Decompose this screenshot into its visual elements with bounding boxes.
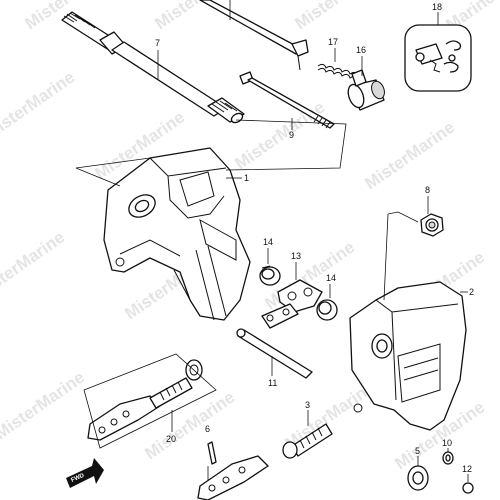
part-1-guide-lines (75, 119, 347, 187)
part-16-knob (347, 69, 385, 111)
label-part-6: 6 (205, 424, 210, 434)
watermark: MisterMarine (231, 98, 328, 174)
label-part-2: 2 (469, 287, 474, 297)
part-17-spring (317, 63, 359, 81)
part-2-clamp-bracket (349, 211, 467, 431)
part-top-rod (199, 0, 309, 71)
part-20-clamp-screw (83, 353, 217, 449)
part-1-clamp-bracket (103, 147, 251, 321)
label-part-17: 17 (328, 37, 338, 47)
part-number-labels: 7 17 16 18 9 1 8 14 13 14 2 11 3 20 6 5 … (155, 2, 474, 474)
part-14-bushing-mid (316, 299, 338, 321)
watermark: MisterMarine (0, 368, 88, 444)
label-part-14a: 14 (263, 237, 273, 247)
part-18-kit-box (404, 24, 472, 92)
part-8-nut (420, 213, 444, 237)
part-3-clamp-screw (197, 423, 333, 500)
label-part-20: 20 (166, 434, 176, 444)
label-part-14b: 14 (326, 273, 336, 283)
part-6-pin (207, 441, 217, 465)
watermark: MisterMarine (291, 0, 388, 33)
label-part-13: 13 (291, 251, 301, 261)
fwd-label: FWD (70, 473, 86, 484)
part-7-tilt-tube (61, 11, 245, 124)
label-part-18: 18 (432, 2, 442, 12)
part-13-plate (261, 279, 323, 329)
label-part-10: 10 (442, 438, 452, 448)
label-part-8: 8 (425, 185, 430, 195)
fwd-arrow-icon: FWD (66, 458, 104, 488)
label-part-1: 1 (244, 173, 249, 183)
watermark: MisterMarine (0, 68, 78, 144)
part-9-bolt (239, 71, 335, 129)
part-10-washer (442, 451, 454, 465)
part-12-nut (462, 482, 474, 494)
part-14-bushing-top (259, 265, 281, 286)
watermark: MisterMarine (0, 228, 68, 304)
leader-lines (157, 0, 469, 482)
label-part-16: 16 (356, 45, 366, 55)
label-part-7: 7 (155, 38, 160, 48)
part-11-pin (236, 328, 313, 379)
label-part-9: 9 (289, 130, 294, 140)
watermark: MisterMarine (361, 118, 458, 194)
label-part-3: 3 (305, 400, 310, 410)
label-part-12: 12 (462, 464, 472, 474)
part-5-washer (407, 465, 429, 491)
label-part-11: 11 (268, 378, 277, 388)
label-part-5: 5 (415, 446, 420, 456)
